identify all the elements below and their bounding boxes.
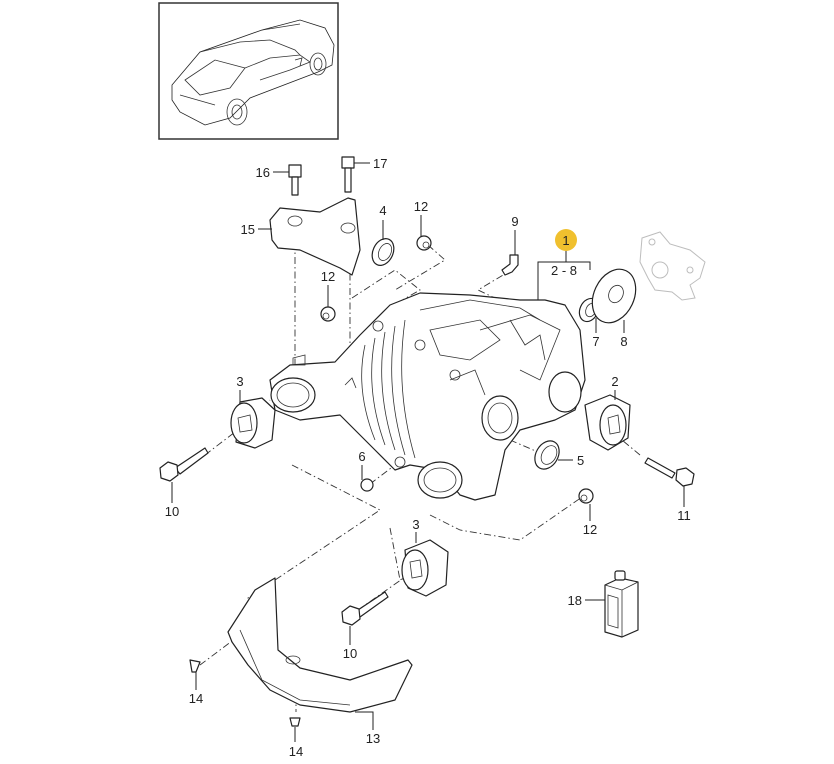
- oil-bottle[interactable]: [604, 570, 639, 638]
- label-2[interactable]: 2: [611, 374, 618, 389]
- flange-ghost: [639, 231, 706, 301]
- assembly-callout[interactable]: 1 2 - 8: [551, 229, 577, 278]
- bolt-10-lower[interactable]: [341, 591, 389, 626]
- label-11[interactable]: 11: [677, 508, 691, 523]
- washer-8[interactable]: [584, 262, 644, 330]
- label-10-lower[interactable]: 10: [343, 646, 357, 661]
- seal-4[interactable]: [368, 235, 398, 269]
- underbody-guard[interactable]: [227, 577, 413, 713]
- label-17[interactable]: 17: [373, 156, 387, 171]
- bolt-17[interactable]: [341, 156, 355, 193]
- bushing-3-left[interactable]: [230, 397, 276, 449]
- clip-14-left[interactable]: [189, 659, 201, 673]
- nut-12-left[interactable]: [320, 306, 336, 322]
- bolt-11[interactable]: [644, 457, 695, 487]
- bolt-16[interactable]: [288, 164, 302, 196]
- label-9[interactable]: 9: [511, 214, 518, 229]
- label-14-left[interactable]: 14: [189, 691, 203, 706]
- seal-5[interactable]: [530, 437, 564, 474]
- plug-6[interactable]: [360, 478, 374, 492]
- label-15[interactable]: 15: [241, 222, 255, 237]
- label-3-lower[interactable]: 3: [412, 517, 419, 532]
- bushing-2-right[interactable]: [584, 394, 631, 451]
- part-labels: 16 17 15 4 12 12 9 7 8 3 2 6 5 10 11 12 …: [165, 156, 691, 759]
- label-12-left[interactable]: 12: [321, 269, 335, 284]
- differential-housing[interactable]: [269, 292, 586, 501]
- label-13[interactable]: 13: [366, 731, 380, 746]
- label-3-left[interactable]: 3: [236, 374, 243, 389]
- label-5[interactable]: 5: [577, 453, 584, 468]
- bracket[interactable]: [269, 197, 361, 276]
- label-4[interactable]: 4: [379, 203, 386, 218]
- sensor-9[interactable]: [501, 254, 519, 276]
- assembly-highlight-circle: [555, 229, 577, 251]
- label-6[interactable]: 6: [358, 449, 365, 464]
- leader-lines: [171, 162, 685, 742]
- label-7[interactable]: 7: [592, 334, 599, 349]
- label-14-bottom[interactable]: 14: [289, 744, 303, 759]
- label-10-left[interactable]: 10: [165, 504, 179, 519]
- bolt-10-left[interactable]: [159, 447, 209, 482]
- label-8[interactable]: 8: [620, 334, 627, 349]
- label-12-top[interactable]: 12: [414, 199, 428, 214]
- label-18[interactable]: 18: [568, 593, 582, 608]
- assembly-number: 1: [562, 233, 569, 248]
- nut-12-top[interactable]: [416, 235, 432, 251]
- bushing-3-lower[interactable]: [401, 539, 449, 597]
- vehicle-thumbnail[interactable]: [158, 2, 339, 140]
- label-12-right[interactable]: 12: [583, 522, 597, 537]
- nut-12-right[interactable]: [578, 488, 594, 504]
- assembly-range: 2 - 8: [551, 263, 577, 278]
- label-16[interactable]: 16: [256, 165, 270, 180]
- clip-14-bottom[interactable]: [289, 717, 301, 727]
